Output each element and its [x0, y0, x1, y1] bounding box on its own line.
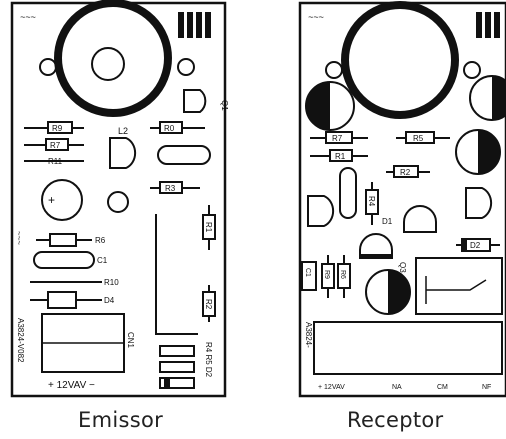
emissor-board: ~~~ Q1 R9 R7 R11 L2 R0: [10, 0, 229, 398]
emissor-regulator-block: [178, 12, 211, 38]
receptor-pad-left: [325, 61, 343, 79]
emissor-d4-label: D4: [104, 296, 115, 305]
receptor-d2-label: D2: [470, 241, 481, 250]
emissor-r3-label: R3: [165, 184, 176, 193]
emissor-pad-small: [107, 191, 129, 213]
emissor-side-mark: ~~~: [15, 231, 24, 245]
emissor-r0: [159, 121, 183, 134]
receptor-relay: [415, 257, 503, 315]
emissor-r6-label: R6: [95, 236, 106, 245]
emissor-d2: [159, 377, 195, 389]
receptor-corner-mark: ~~~: [308, 12, 324, 22]
emissor-q1-outline: [183, 89, 207, 113]
receptor-c1: [301, 261, 317, 291]
receptor-r5: [405, 131, 435, 144]
emissor-r1: [202, 214, 216, 240]
receptor-r6-label: R6: [339, 270, 346, 279]
emissor-r5: [159, 361, 195, 373]
emissor-l2-label: L2: [118, 126, 128, 136]
receptor-d1-label: D1: [382, 217, 393, 226]
receptor-r6: [337, 263, 351, 289]
emissor-r11-label: R11: [48, 157, 63, 166]
receptor-caption: Receptor: [347, 408, 444, 432]
receptor-regulator-block: [476, 12, 500, 38]
emissor-bottom-code: A3824-V082: [16, 318, 25, 363]
emissor-bottom-pins: + 12VAV −: [48, 380, 95, 391]
receptor-bottom-code: A3824-: [304, 322, 313, 348]
receptor-d1-q3: [359, 233, 393, 259]
emissor-r10-label: R10: [104, 278, 119, 287]
emissor-pad-left: [39, 58, 57, 76]
receptor-main-circle: [341, 1, 459, 119]
emissor-r4: [159, 345, 195, 357]
receptor-pad-right: [463, 61, 481, 79]
receptor-board: ~~~ R7 R1 R5 R2 R4: [298, 1, 506, 398]
receptor-pin-4: NF: [482, 384, 491, 391]
emissor-pad-right: [177, 58, 195, 76]
emissor-r3: [159, 181, 183, 194]
receptor-terminal-block: [313, 321, 503, 375]
emissor-r7: [45, 138, 69, 151]
emissor-c1: [33, 251, 95, 269]
emissor-capacitor-plus: +: [48, 193, 55, 207]
receptor-r4-label: R4: [367, 196, 376, 207]
emissor-capacitor: [41, 179, 83, 221]
emissor-r1-label: R1: [204, 222, 213, 233]
emissor-crystal: [157, 145, 211, 165]
receptor-pin-3: CM: [437, 384, 448, 391]
receptor-r2: [393, 165, 419, 178]
receptor-r9: [321, 263, 335, 289]
receptor-transistor-right: [465, 187, 493, 219]
emissor-track: [155, 214, 198, 335]
emissor-l2-outline: [109, 137, 137, 169]
emissor-side-label: R4 R5 D2: [204, 342, 213, 378]
receptor-r7: [325, 131, 353, 144]
receptor-pin-1: + 12VAV: [318, 384, 345, 391]
emissor-cn1-label: CN1: [126, 332, 135, 349]
emissor-r9-label: R9: [52, 124, 63, 133]
receptor-pin-2: NA: [392, 384, 402, 391]
emissor-corner-mark: ~~~: [20, 12, 36, 22]
receptor-q3-label: Q3: [398, 262, 407, 273]
emissor-main-circle: [54, 0, 172, 117]
emissor-inner-circle: [91, 47, 125, 81]
receptor-transistor-left: [307, 195, 335, 227]
receptor-transistor-mid: [403, 205, 437, 233]
receptor-r2-label: R2: [400, 168, 411, 177]
emissor-r7-label: R7: [50, 141, 61, 150]
receptor-r4: [365, 189, 379, 215]
emissor-q1-label: Q1: [220, 100, 229, 111]
emissor-r2: [202, 291, 216, 317]
emissor-d4: [47, 291, 77, 309]
emissor-c1-label: C1: [97, 256, 108, 265]
receptor-r1-label: R1: [335, 152, 346, 161]
emissor-r2-label: R2: [204, 299, 213, 310]
emissor-r6: [49, 233, 77, 247]
receptor-c1-label: C1: [304, 268, 311, 277]
emissor-caption: Emissor: [78, 408, 164, 432]
receptor-r7-label: R7: [332, 134, 343, 143]
receptor-r5-label: R5: [413, 134, 424, 143]
emissor-r9: [47, 121, 73, 134]
receptor-r9-label: R9: [323, 270, 330, 279]
emissor-r0-label: R0: [164, 124, 175, 133]
receptor-r1: [329, 149, 353, 162]
receptor-vertical-oval: [339, 167, 357, 219]
